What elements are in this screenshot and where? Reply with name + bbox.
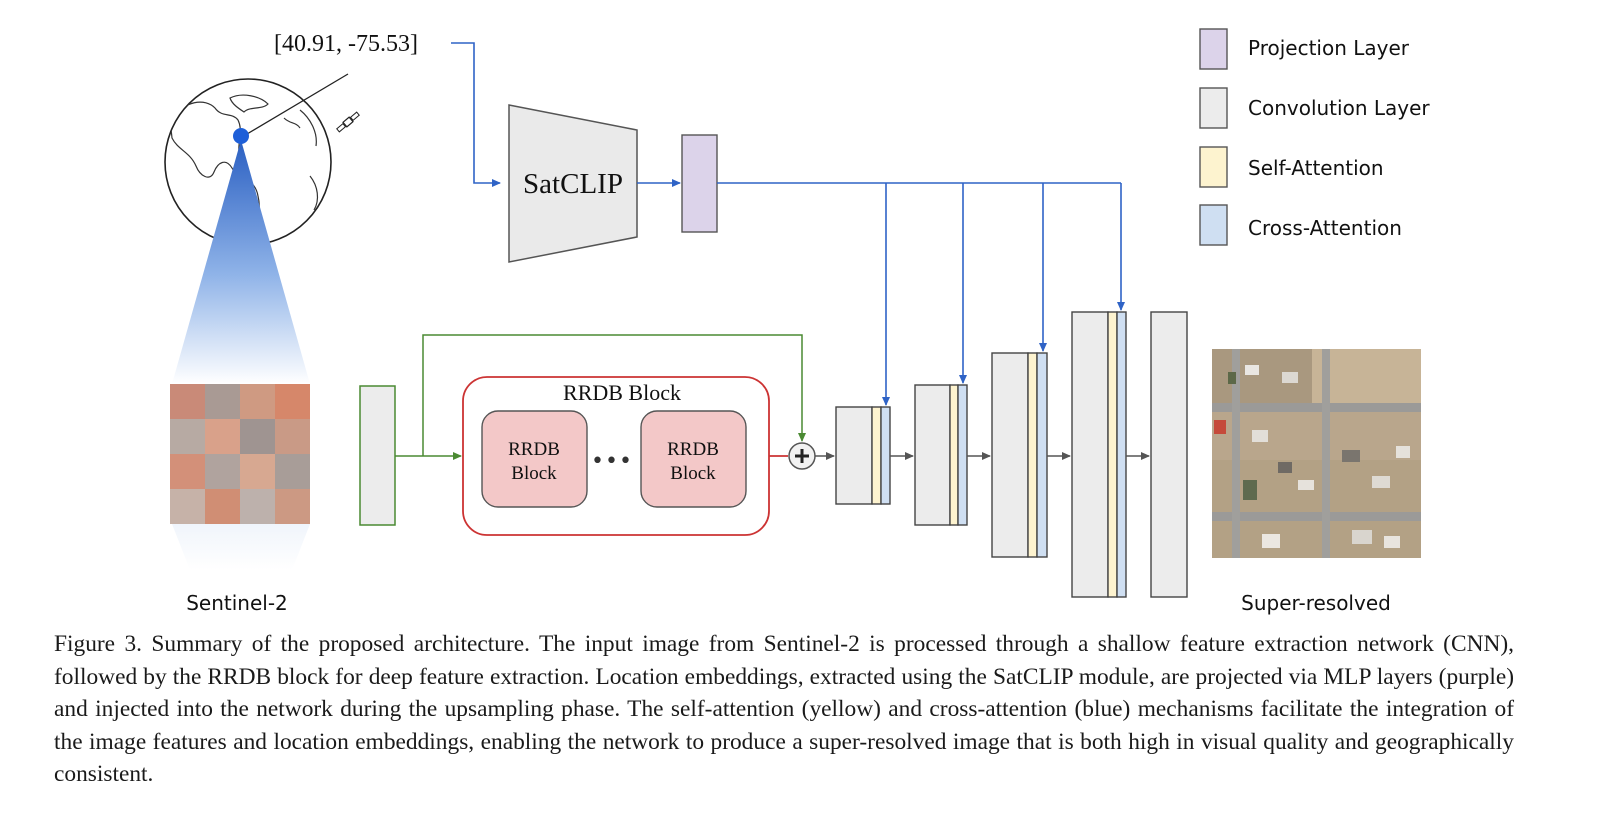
observation-beam	[172, 140, 310, 384]
projection-layer	[681, 134, 718, 233]
legend-swatch-convolution	[1199, 87, 1228, 129]
sentinel-2-image	[170, 384, 310, 524]
skip-connection-arrow	[422, 334, 806, 456]
legend-swatch-self-attention	[1199, 146, 1228, 188]
legend-label-self-attention: Self-Attention	[1248, 156, 1384, 180]
coordinates-to-satclip-arrow	[451, 42, 501, 187]
rrdb-inner-1-line1: RRDB	[508, 439, 560, 460]
upsample-stage-2	[914, 384, 968, 526]
sum-icon	[788, 442, 816, 470]
ellipsis-dots: •••	[591, 449, 633, 474]
rrdb-inner-block-1	[481, 410, 588, 508]
location-marker-icon	[233, 128, 249, 144]
satclip-encoder	[508, 104, 638, 263]
figure-caption: Figure 3. Summary of the proposed archit…	[54, 631, 1514, 787]
rrdb-inner-2-line2: Block	[670, 463, 716, 484]
legend-swatch-projection	[1199, 28, 1228, 70]
rrdb-inner-block-2	[640, 410, 747, 508]
upsample-stage-4	[1071, 311, 1127, 598]
coordinates-label: [40.91, -75.53]	[274, 31, 418, 57]
upsample-stage-3	[991, 352, 1048, 558]
satellite-icon	[336, 111, 360, 133]
sentinel-2-label: Sentinel-2	[186, 591, 288, 615]
rrdb-inner-1-line2: Block	[511, 463, 557, 484]
rrdb-inner-2-line1: RRDB	[667, 439, 719, 460]
legend-label-projection: Projection Layer	[1248, 36, 1410, 60]
location-pointer-line	[241, 73, 349, 138]
super-resolved-label: Super-resolved	[1241, 591, 1391, 615]
legend-swatch-cross-attention	[1199, 204, 1228, 246]
shallow-feature-conv	[359, 385, 396, 526]
super-resolved-image	[1212, 349, 1421, 558]
beam-shadow	[172, 524, 310, 570]
satclip-label: SatCLIP	[523, 168, 623, 200]
final-convolution-layer	[1150, 311, 1188, 598]
legend: Projection Layer Convolution Layer Self-…	[1199, 28, 1430, 246]
architecture-diagram: [40.91, -75.53] Sentinel-2 SatCLIP RRDB …	[164, 28, 1430, 615]
legend-label-convolution: Convolution Layer	[1248, 96, 1430, 120]
legend-label-cross-attention: Cross-Attention	[1248, 216, 1402, 240]
rrdb-block-title: RRDB Block	[563, 380, 681, 405]
upsample-stage-1	[835, 406, 891, 505]
